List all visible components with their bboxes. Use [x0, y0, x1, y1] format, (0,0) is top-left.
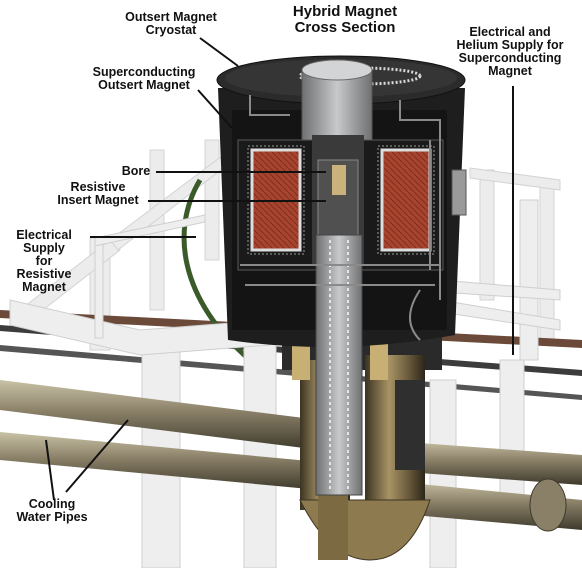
- label-outsert-magnet-cryostat: Outsert Magnet Cryostat: [112, 11, 230, 37]
- label-line: Helium Supply for: [456, 38, 564, 52]
- label-line: Superconducting: [92, 65, 196, 79]
- title-line-2: Cross Section: [294, 19, 396, 36]
- label-line: Outsert Magnet: [98, 78, 190, 92]
- label-line: Electrical: [16, 228, 72, 242]
- title-line-1: Hybrid Magnet: [292, 3, 398, 20]
- label-electrical-helium-supply: Electrical and Helium Supply for Superco…: [440, 26, 580, 78]
- label-line: Insert Magnet: [57, 193, 139, 207]
- label-line: Water Pipes: [16, 510, 88, 524]
- leader-lines: [45, 37, 514, 501]
- label-line: Resistive: [70, 180, 126, 194]
- label-line: Supply: [23, 241, 65, 255]
- label-line: Cooling: [28, 497, 76, 511]
- label-line: Superconducting: [458, 51, 562, 65]
- label-line: Magnet: [488, 64, 532, 78]
- diagram-title: Hybrid Magnet Cross Section: [276, 4, 414, 36]
- label-superconducting-outsert-magnet: Superconducting Outsert Magnet: [82, 66, 206, 92]
- label-line: for: [35, 254, 53, 268]
- helium-canister: [451, 169, 467, 216]
- label-line: Electrical and: [469, 25, 551, 39]
- label-line: Outsert Magnet: [125, 10, 217, 24]
- label-line: Resistive: [16, 267, 72, 281]
- label-bore: Bore: [116, 165, 156, 178]
- label-electrical-supply-resistive: Electrical Supply for Resistive Magnet: [2, 229, 86, 294]
- cooling-water-pipes: [0, 380, 582, 532]
- label-line: Cryostat: [145, 23, 197, 37]
- label-line: Magnet: [22, 280, 66, 294]
- label-cooling-water-pipes: Cooling Water Pipes: [2, 498, 102, 524]
- supply-tubes: [240, 95, 441, 341]
- label-line: Bore: [121, 164, 151, 178]
- label-resistive-insert-magnet: Resistive Insert Magnet: [48, 181, 148, 207]
